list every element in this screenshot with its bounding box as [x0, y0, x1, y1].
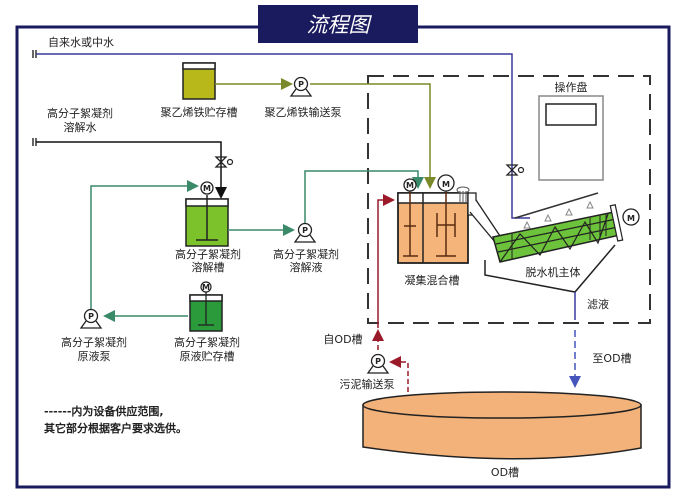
stock-pump-label-2: 原液泵 — [78, 349, 111, 363]
stock-tank-label-2: 原液贮存槽 — [180, 349, 235, 363]
svg-text:M: M — [442, 180, 450, 189]
mix-tank-label: 凝集混合槽 — [405, 273, 460, 287]
tap-water-valve-icon — [505, 164, 525, 176]
iron-pipe-2 — [310, 83, 436, 189]
svg-text:P: P — [302, 226, 308, 235]
from-od-label: 自OD槽 — [323, 333, 362, 346]
mix-tank-motor-1-icon: M — [403, 178, 417, 192]
iron-storage-tank — [182, 62, 216, 100]
dissolve-tank-label-2: 溶解槽 — [192, 260, 225, 274]
filtrate-label: 滤液 — [587, 297, 609, 311]
dissolve-water-label-2: 溶解水 — [64, 120, 97, 134]
sludge-pipe — [377, 194, 395, 328]
svg-text:P: P — [88, 312, 94, 321]
page-title: 流程图 — [307, 13, 373, 37]
tap-water-line — [32, 50, 530, 219]
dewater-machine — [484, 204, 624, 320]
iron-feed-pump-label: 聚乙烯铁输送泵 — [265, 105, 342, 119]
dewater-body-label: 脱水机主体 — [526, 265, 581, 279]
to-od-label: 至OD槽 — [592, 352, 631, 365]
tap-water-label: 自来水或中水 — [48, 36, 114, 49]
spray-bar — [514, 192, 599, 229]
od-tank — [362, 391, 642, 460]
polymer-pipe-2 — [304, 170, 424, 224]
supply-scope-boundary — [367, 75, 651, 324]
od-tank-label: OD槽 — [491, 466, 519, 479]
solution-pump-label-1: 高分子絮凝剂 — [273, 247, 339, 261]
od-return-pipe — [389, 356, 409, 392]
svg-text:M: M — [627, 214, 635, 223]
control-panel — [538, 95, 604, 181]
sludge-pump-icon: P — [366, 353, 390, 374]
sludge-pump-label: 污泥输送泵 — [340, 377, 395, 391]
mix-tank-motor-2-icon: M — [437, 174, 455, 192]
stock-tank-label-1: 高分子絮凝剂 — [174, 335, 240, 349]
control-panel-label: 操作盘 — [555, 80, 588, 94]
solution-pump-label-2: 溶解液 — [290, 260, 323, 274]
iron-feed-pump-icon: P — [289, 76, 313, 97]
polymer-dissolve-water-line — [32, 138, 227, 199]
mix-tank-sensor-icon — [456, 186, 470, 204]
dissolve-tank-motor-icon: M — [200, 181, 214, 195]
svg-text:M: M — [203, 184, 211, 193]
iron-storage-tank-label: 聚乙烯铁贮存槽 — [161, 105, 238, 119]
polymer-stock-pipe-1 — [90, 180, 199, 311]
svg-text:M: M — [202, 283, 210, 292]
legend-line-2: 其它部分根据客户要求选供。 — [44, 421, 187, 435]
dissolve-tank-label-1: 高分子絮凝剂 — [175, 247, 241, 261]
stock-pump-icon: P — [79, 308, 103, 329]
stock-tank-motor-icon: M — [200, 281, 212, 293]
svg-text:P: P — [375, 357, 381, 366]
stock-pump-label-1: 高分子絮凝剂 — [61, 335, 127, 349]
dewater-motor-icon: M — [622, 208, 640, 226]
svg-text:P: P — [298, 80, 304, 89]
dissolve-water-valve-icon — [214, 156, 234, 168]
legend-line-1: ------内为设备供应范围, — [44, 404, 164, 418]
polymer-dissolve-tank — [185, 195, 229, 247]
polymer-stock-tank — [189, 292, 223, 332]
solution-pump-icon: P — [293, 222, 317, 243]
dissolve-water-label-1: 高分子絮凝剂 — [47, 106, 113, 120]
mix-tank — [397, 185, 501, 264]
title-banner: 流程图 — [258, 5, 418, 43]
svg-text:M: M — [406, 181, 414, 190]
